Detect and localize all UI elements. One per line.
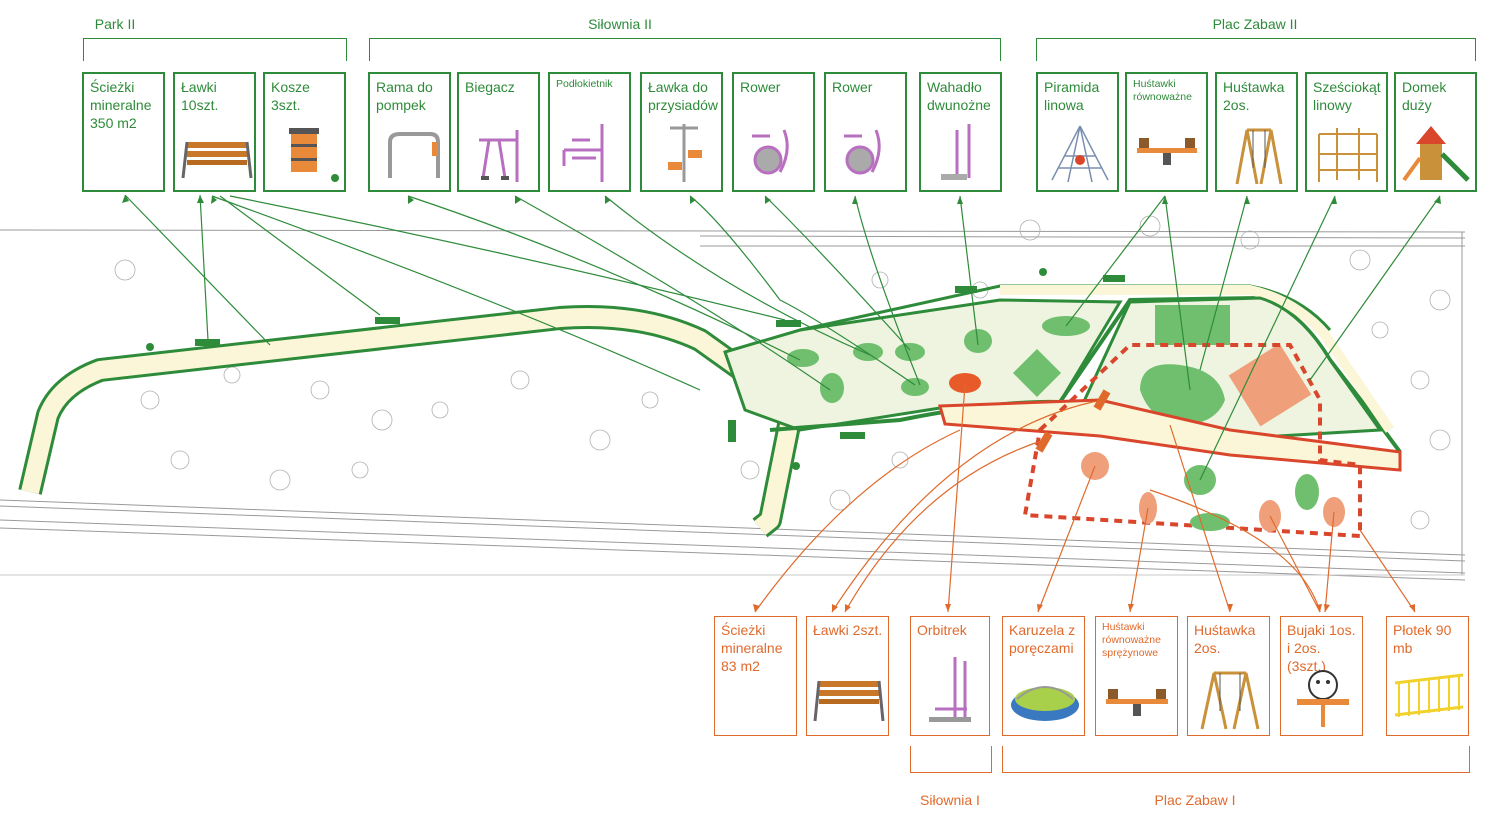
card-sciezki-mineralne-83: Ścieżki mineralne 83 m2 (714, 616, 797, 736)
card-orbitrek: Orbitrek (910, 616, 990, 736)
bracket-plac2 (1036, 38, 1476, 61)
card-lawki-10: Ławki 10szt. (173, 72, 256, 192)
bracket-silownia2 (369, 38, 1001, 61)
carousel-icon (1011, 686, 1079, 721)
card-rower-1: Rower (732, 72, 815, 192)
card-karuzela: Karuzela z poręczami (1002, 616, 1085, 736)
group-title-plac2: Plac Zabaw II (1212, 16, 1298, 32)
pendulum-icon (941, 124, 971, 180)
card-hustawka-2os-bottom: Huśtawka 2os. (1187, 616, 1270, 736)
card-bujaki: Bujaki 1os. i 2os. (3szt.) (1280, 616, 1363, 736)
group-title-park2: Park II (94, 16, 136, 32)
playhouse-icon (1402, 126, 1470, 182)
card-hustawki-sprezynowe: Huśtawki równoważne sprężynowe (1095, 616, 1178, 736)
bike-icon (752, 129, 789, 175)
seesaw-icon (1137, 138, 1197, 165)
card-plotek: Płotek 90 mb (1386, 616, 1469, 736)
card-wahadlo-dwunozne: Wahadło dwunożne (919, 72, 1002, 192)
runner-machine-icon (479, 130, 519, 182)
spring-seesaw-icon (1106, 689, 1168, 716)
rope-hexagon-icon (1318, 128, 1378, 182)
card-podlokietnik: Podłokietnik (548, 72, 631, 192)
bracket-silownia1 (910, 746, 992, 773)
armrest-machine-icon (562, 124, 604, 182)
orbitrek-icon (929, 657, 971, 722)
card-domek-duzy: Domek duży (1394, 72, 1477, 192)
spring-rocker-icon (1297, 670, 1349, 727)
card-hustawki-rownowazne: Huśtawki równoważne (1125, 72, 1208, 192)
trash-bin-icon (289, 128, 339, 182)
bracket-plac1 (1002, 746, 1470, 773)
group-title-plac1: Plac Zabaw I (1154, 792, 1236, 808)
card-rower-2: Rower (824, 72, 907, 192)
bench-icon (181, 141, 253, 179)
squat-bench-icon (668, 124, 702, 182)
swing-icon (1235, 128, 1283, 185)
card-biegacz: Biegacz (457, 72, 540, 192)
card-lawka-do-przysiadow: Ławka do przysiadów (640, 72, 723, 192)
group-title-silownia2: Siłownia II (588, 16, 652, 32)
card-szesciokat-linowy: Sześciokąt linowy (1305, 72, 1388, 192)
fence-icon (1394, 673, 1464, 717)
card-kosze-3: Kosze 3szt. (263, 72, 346, 192)
bench-icon (813, 680, 885, 722)
card-lawki-2: Ławki 2szt. (806, 616, 889, 736)
rope-pyramid-icon (1051, 125, 1109, 183)
bracket-park2 (83, 38, 347, 61)
card-sciezki-mineralne-350: Ścieżki mineralne 350 m2 (82, 72, 165, 192)
pushup-frame-icon (388, 132, 440, 178)
swing-icon (1200, 671, 1260, 730)
bike-icon (844, 129, 881, 175)
group-title-silownia1: Siłownia I (920, 792, 980, 808)
card-rama-do-pompek: Rama do pompek (368, 72, 451, 192)
card-hustawka-2os-top: Huśtawka 2os. (1215, 72, 1298, 192)
card-piramida-linowa: Piramida linowa (1036, 72, 1119, 192)
